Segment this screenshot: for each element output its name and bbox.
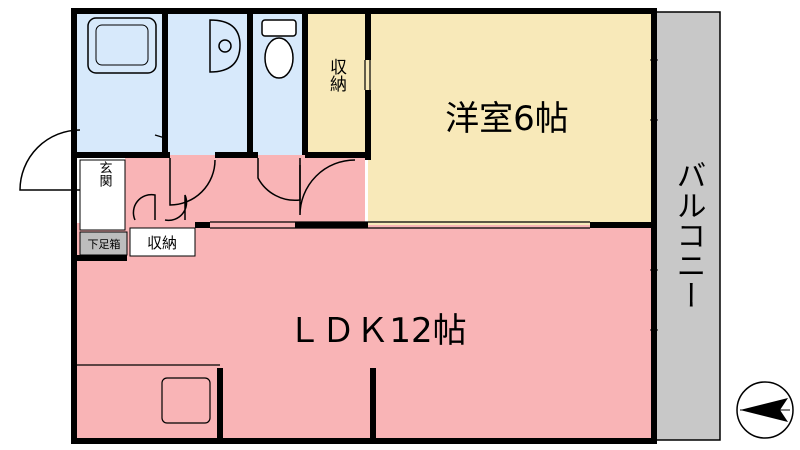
kitchen-stove-icon — [161, 377, 211, 424]
entrance-label: 玄関 — [97, 161, 113, 188]
shoe-box-label: 下足箱 — [88, 237, 121, 251]
bathtub-icon — [87, 17, 157, 74]
hallway-floor — [125, 155, 365, 225]
toilet-icon — [261, 19, 297, 79]
interior-walls — [75, 12, 653, 440]
western-room-label: 洋室6帖 — [445, 99, 569, 139]
balcony-area — [654, 11, 721, 441]
ldk-floor — [75, 223, 653, 440]
outer-wall — [71, 8, 657, 444]
balcony-label: バルコニー — [671, 160, 706, 310]
ldk-label: ＬＤＫ12帖 — [287, 311, 466, 351]
western-room-floor — [368, 12, 653, 225]
washroom-floor — [165, 12, 250, 155]
door-swings — [19, 129, 356, 222]
washbasin-icon — [209, 19, 241, 73]
storage-lower-label: 収納 — [147, 234, 177, 252]
storage-upper-label: 収納 — [326, 58, 347, 93]
storage-lower-floor — [129, 227, 196, 257]
north-arrow-icon — [736, 381, 794, 439]
entrance-floor — [79, 159, 126, 231]
storage-upper-floor — [305, 12, 368, 155]
